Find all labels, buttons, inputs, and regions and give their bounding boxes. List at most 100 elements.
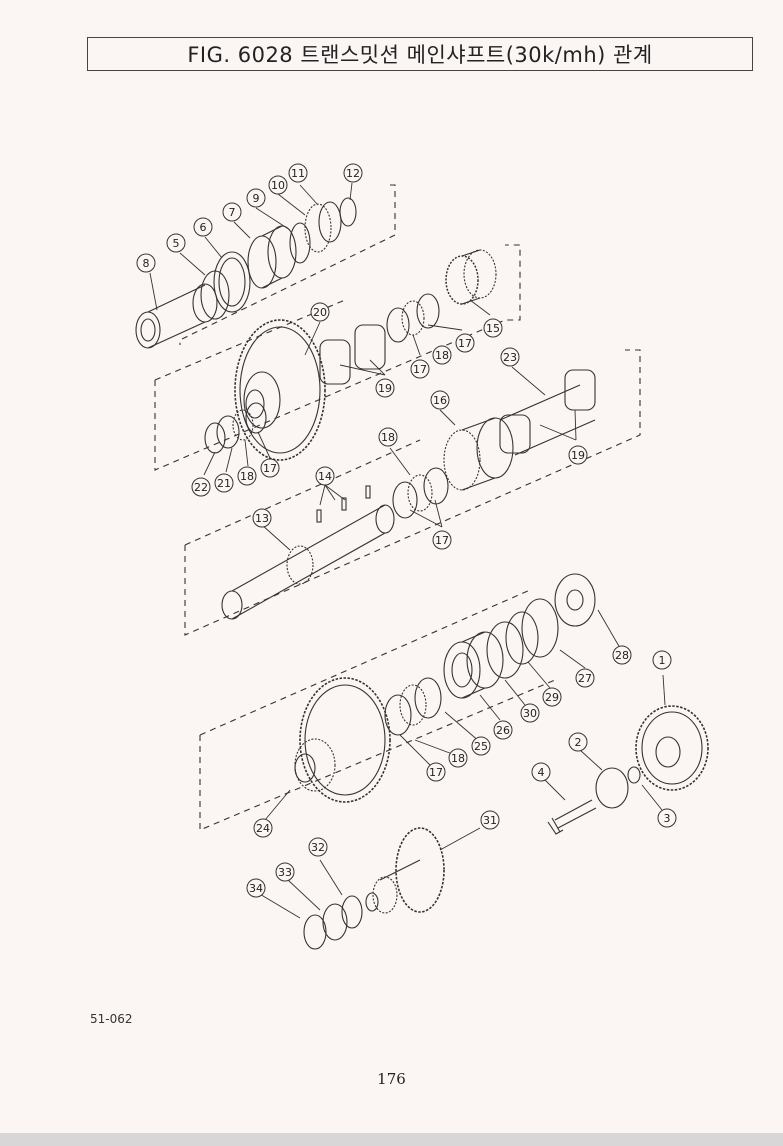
svg-text:8: 8 [143,257,150,270]
svg-text:17: 17 [413,363,427,376]
svg-text:4: 4 [538,766,545,779]
callout-32: 32 [308,837,328,857]
svg-text:21: 21 [217,477,231,490]
svg-text:5: 5 [173,237,180,250]
part-gear-20 [234,319,326,461]
part-bearing-18b [401,300,425,336]
callout-34: 34 [246,878,266,898]
part-gear-15 [445,249,497,305]
svg-text:23: 23 [503,351,517,364]
callout-33: 33 [275,862,295,882]
part-snapring-12 [339,197,357,227]
svg-text:14: 14 [318,470,332,483]
callout-3: 3 [657,808,677,828]
callout-30: 30 [520,703,540,723]
svg-text:18: 18 [381,431,395,444]
part-pin-14c [365,485,371,499]
callout-17e: 17 [426,762,446,782]
svg-text:10: 10 [271,179,285,192]
part-bearing-18c [407,474,433,512]
svg-text:17: 17 [435,534,449,547]
callout-5: 5 [166,233,186,253]
svg-text:7: 7 [229,206,236,219]
callout-28: 28 [612,645,632,665]
part-washer-17d [392,481,418,519]
part-bearing-33 [322,903,348,941]
callout-11: 11 [288,163,308,183]
callout-17d: 17 [260,458,280,478]
part-shaft-23 [499,369,596,456]
part-washer-17 [245,402,267,434]
svg-text:33: 33 [278,866,292,879]
callout-9: 9 [246,188,266,208]
callout-24: 24 [253,818,273,838]
part-pin-14b [341,497,347,511]
callout-19b: 19 [568,445,588,465]
svg-text:19: 19 [378,382,392,395]
part-mainshaft-13 [221,504,395,620]
svg-text:18: 18 [435,349,449,362]
callout-17b: 17 [455,333,475,353]
callout-4: 4 [531,762,551,782]
callout-18d: 18 [448,748,468,768]
svg-text:28: 28 [615,649,629,662]
part-ring-5 [200,270,230,320]
svg-text:17: 17 [263,462,277,475]
figure-title: FIG. 6028 트랜스밋션 메인샤프트(30k/mh) 관계 [87,37,753,71]
part-sleeve-8 [135,283,218,349]
svg-text:20: 20 [313,306,327,319]
callout-8: 8 [136,253,156,273]
callout-21: 21 [214,473,234,493]
callout-17a: 17 [410,359,430,379]
svg-text:1: 1 [659,654,666,667]
part-gear-10 [304,203,332,253]
part-gear-31 [365,827,445,914]
part-gear-24 [294,677,391,803]
part-washer-17b [386,307,410,343]
leader-lines [149,182,666,919]
svg-text:31: 31 [483,814,497,827]
callout-7: 7 [222,202,242,222]
part-ring-11 [318,201,342,243]
part-ring-21 [216,415,240,449]
callout-12: 12 [343,163,363,183]
part-washer-17c [416,293,440,329]
svg-text:13: 13 [255,512,269,525]
svg-text:12: 12 [346,167,360,180]
part-spacer-2 [595,767,629,809]
part-washer-17e [423,467,449,505]
svg-text:16: 16 [433,394,447,407]
callout-1: 1 [652,650,672,670]
part-ring-22 [204,422,226,454]
callout-18b: 18 [378,427,398,447]
callout-15: 15 [483,318,503,338]
callout-25: 25 [471,736,491,756]
part-bearing-18 [232,409,254,441]
callout-17c: 17 [432,530,452,550]
group-outline [154,184,641,831]
callout-18a: 18 [432,345,452,365]
part-pin-14a [316,509,322,523]
callout-13: 13 [252,508,272,528]
part-ring-6 [213,251,251,313]
svg-text:24: 24 [256,822,270,835]
part-bearing-32 [341,895,363,929]
svg-text:18: 18 [240,470,254,483]
svg-text:25: 25 [474,740,488,753]
part-needle-bearing-19 [319,324,386,385]
svg-text:3: 3 [664,812,671,825]
svg-text:17: 17 [458,337,472,350]
callout-2: 2 [568,732,588,752]
part-washer-9 [289,222,311,264]
svg-text:17: 17 [429,766,443,779]
svg-text:6: 6 [200,221,207,234]
part-cover-28 [554,573,596,627]
svg-text:15: 15 [486,322,500,335]
part-washer-17f [384,694,412,736]
svg-text:30: 30 [523,707,537,720]
callout-6: 6 [193,217,213,237]
callout-20: 20 [310,302,330,322]
part-bolt-4 [547,799,597,835]
callout-23: 23 [500,347,520,367]
